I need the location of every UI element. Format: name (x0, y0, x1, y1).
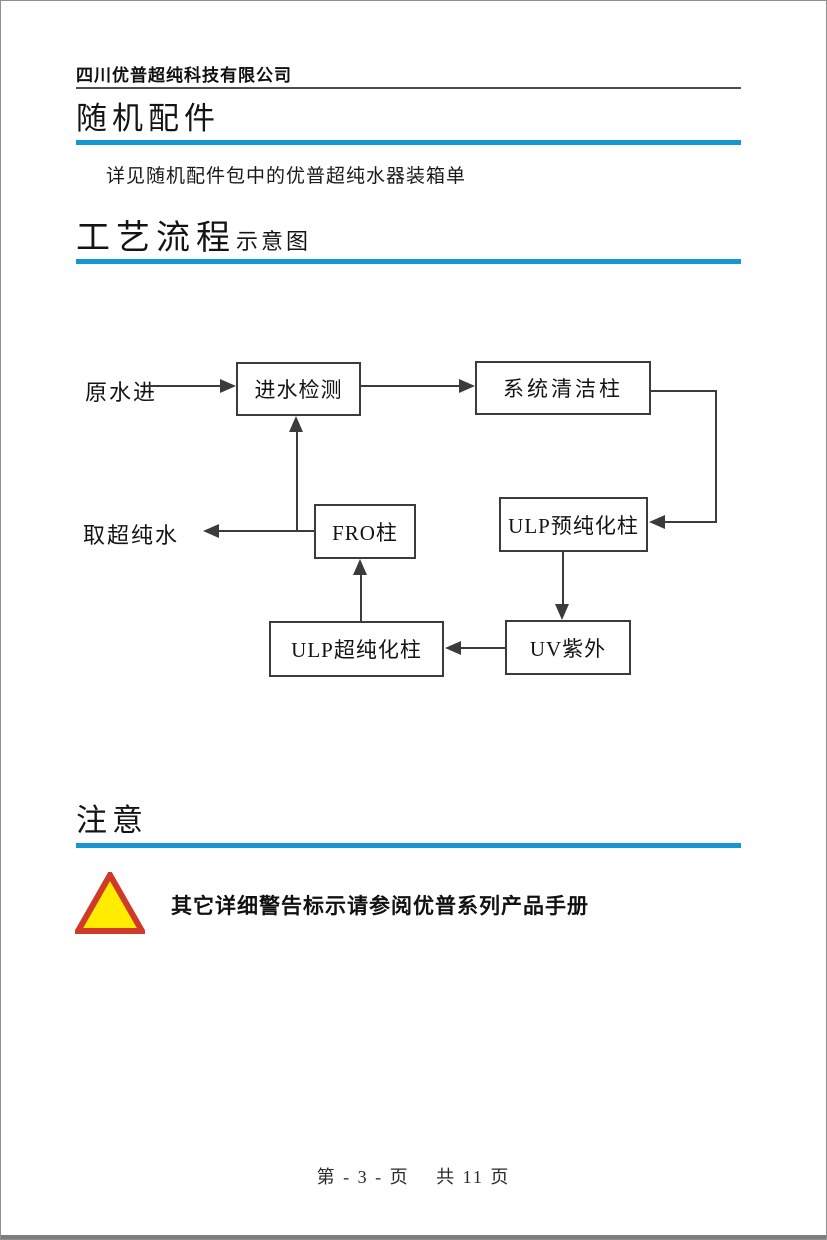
process-title-main: 工艺流程 (76, 220, 236, 257)
warning-triangle-icon (72, 868, 148, 934)
page-number-footer: 第 - 3 - 页 共 11 页 (316, 1167, 511, 1187)
header-rule (76, 87, 741, 89)
accent-rule (76, 843, 741, 848)
flow-box-fro-column: FRO柱 (314, 504, 416, 559)
flow-label-raw-water-in: 原水进 (85, 380, 158, 405)
accent-rule (76, 140, 741, 145)
process-title-sub: 示意图 (236, 229, 312, 254)
arrowhead-up-icon (289, 416, 303, 432)
connector-line (562, 552, 564, 606)
arrowhead-up-icon (353, 559, 367, 575)
section-title-notice: 注意 (76, 803, 148, 838)
connector-line (651, 390, 717, 392)
flow-box-inlet-check: 进水检测 (236, 362, 361, 416)
arrowhead-left-icon (649, 515, 665, 529)
section-title-process: 工艺流程示意图 (76, 222, 311, 256)
connector-line (461, 647, 505, 649)
connector-line (360, 575, 362, 621)
company-name: 四川优普超纯科技有限公司 (76, 66, 292, 85)
connector-line (219, 530, 314, 532)
connector-line (296, 432, 298, 532)
arrowhead-right-icon (220, 379, 236, 393)
arrowhead-left-icon (203, 524, 219, 538)
connector-line (147, 385, 221, 387)
accessories-body-text: 详见随机配件包中的优普超纯水器装箱单 (106, 166, 467, 187)
arrowhead-down-icon (555, 604, 569, 620)
arrowhead-right-icon (459, 379, 475, 393)
connector-line (665, 521, 717, 523)
flow-box-system-clean-column: 系统清洁柱 (475, 361, 651, 415)
bottom-border-bar (1, 1235, 826, 1239)
connector-line (715, 390, 717, 523)
flow-label-take-ultrapure-water: 取超纯水 (83, 523, 180, 548)
section-title-accessories: 随机配件 (76, 101, 220, 136)
arrowhead-left-icon (445, 641, 461, 655)
connector-line (361, 385, 461, 387)
flow-box-ulp-ultra-purify-column: ULP超纯化柱 (269, 621, 444, 677)
flow-box-ulp-pre-purify-column: ULP预纯化柱 (499, 497, 648, 552)
warning-text: 其它详细警告标示请参阅优普系列产品手册 (171, 895, 589, 918)
accent-rule (76, 259, 741, 264)
flow-box-uv-lamp: UV紫外 (505, 620, 631, 675)
